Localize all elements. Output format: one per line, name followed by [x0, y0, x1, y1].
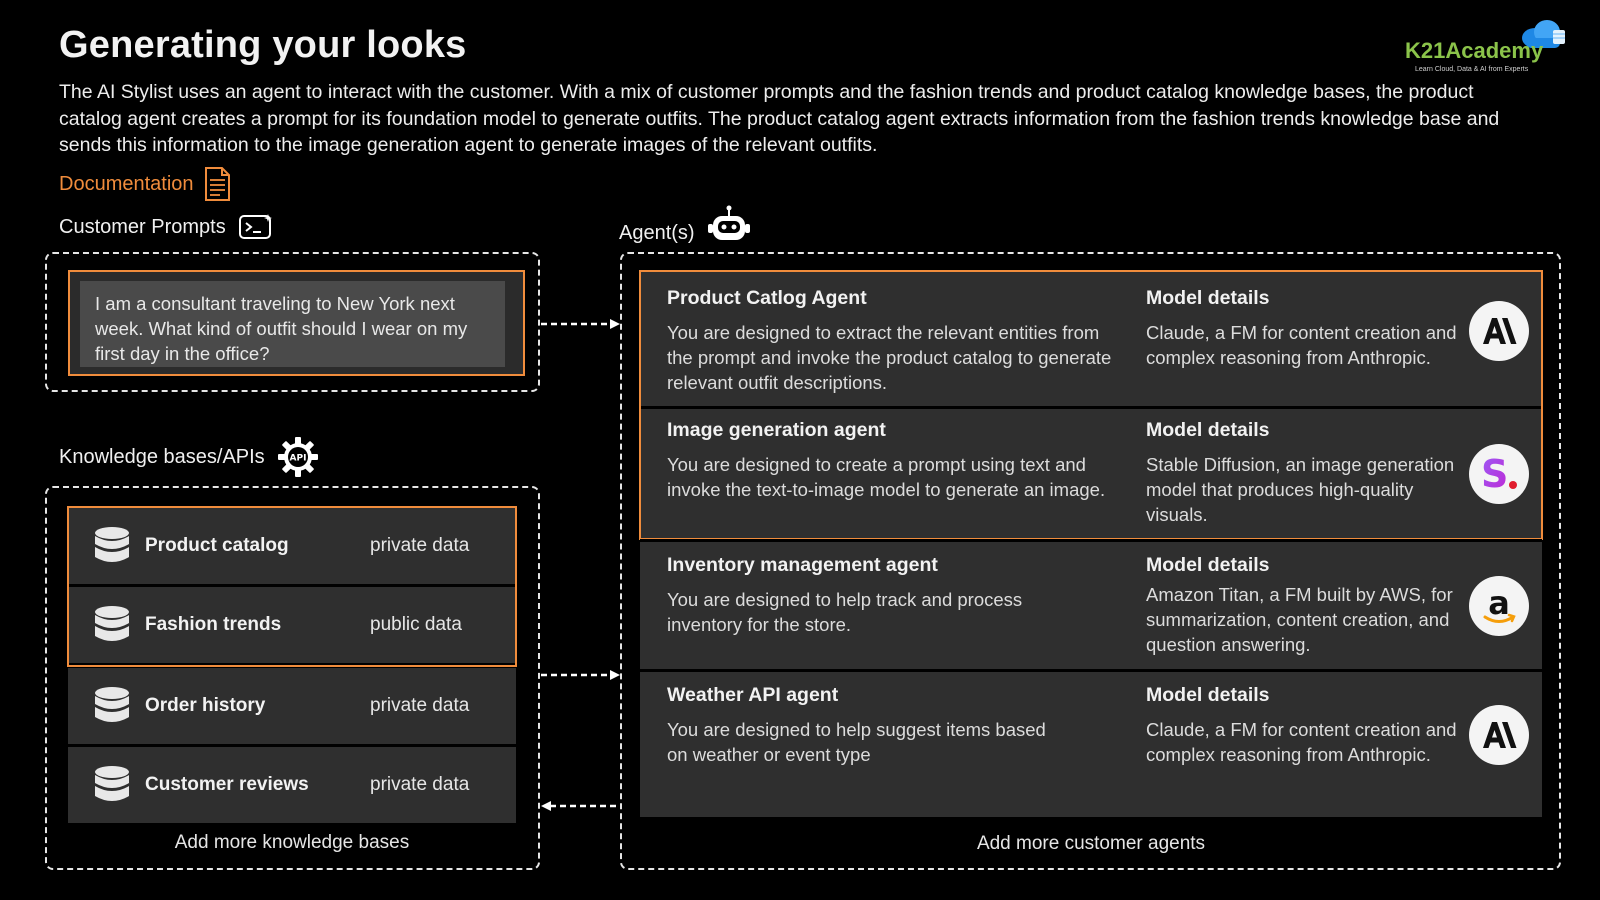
customer-prompt-text: I am a consultant traveling to New York …	[80, 281, 505, 367]
kb-name: Customer reviews	[145, 774, 309, 795]
divider	[68, 584, 516, 587]
knowledge-bases-heading: Knowledge bases/APIs API	[59, 436, 319, 478]
intro-paragraph: The AI Stylist uses an agent to interact…	[59, 81, 1500, 156]
agent-description: You are designed to help suggest items b…	[667, 719, 1046, 765]
database-icon	[95, 606, 129, 641]
kb-type: private data	[370, 695, 470, 716]
kb-name: Fashion trends	[145, 614, 282, 635]
knowledge-bases-container	[45, 486, 540, 870]
add-knowledge-bases-link[interactable]: Add more knowledge bases	[174, 832, 410, 853]
kb-name: Order history	[145, 695, 266, 716]
model-description: Claude, a FM for content creation and co…	[1146, 719, 1457, 765]
brand-logo: K21Academy Learn Cloud, Data & AI from E…	[1405, 18, 1565, 78]
agents-label: Agent(s)	[619, 221, 695, 244]
svg-text:API: API	[289, 454, 306, 464]
agent-card-weather-api[interactable]: Weather API agent You are designed to he…	[640, 672, 1542, 817]
agent-card-product-catalog[interactable]: Product Catlog Agent You are designed to…	[640, 272, 1542, 406]
agents-heading: Agent(s)	[619, 205, 751, 245]
agent-card-inventory-management[interactable]: Inventory management agent You are desig…	[640, 542, 1542, 669]
divider	[68, 744, 516, 747]
agent-name: Inventory management agent	[667, 554, 938, 576]
model-description: Stable Diffusion, an image generation mo…	[1146, 454, 1455, 525]
robot-icon	[707, 205, 750, 240]
kb-row-fashion-trends[interactable]: Fashion trends public data	[68, 587, 516, 663]
kb-type: private data	[370, 535, 470, 556]
agent-description: You are designed to help track and proce…	[667, 589, 1023, 635]
terminal-prompt-icon	[238, 214, 272, 239]
documentation-label: Documentation	[59, 172, 194, 195]
divider	[640, 669, 1542, 672]
agent-name: Product Catlog Agent	[667, 287, 867, 309]
api-gear-icon: API	[277, 437, 318, 477]
model-description: Amazon Titan, a FM built by AWS, for sum…	[1146, 584, 1453, 655]
customer-prompts-container	[45, 252, 540, 392]
divider	[640, 539, 1542, 542]
anthropic-logo-icon	[1469, 301, 1529, 361]
kb-row-customer-reviews[interactable]: Customer reviews private data	[68, 747, 516, 823]
customer-prompts-heading: Customer Prompts	[59, 213, 274, 241]
page-title: Generating your looks	[59, 24, 467, 66]
model-details-title: Model details	[1146, 419, 1270, 441]
model-description: Claude, a FM for content creation and co…	[1146, 322, 1457, 368]
agents-container	[620, 252, 1561, 870]
kb-name: Product catalog	[145, 535, 289, 556]
customer-prompt-card: I am a consultant traveling to New York …	[68, 270, 525, 376]
agent-name: Weather API agent	[667, 684, 839, 706]
database-icon	[95, 766, 129, 801]
divider	[640, 406, 1542, 409]
agent-card-image-generation[interactable]: Image generation agent You are designed …	[640, 409, 1542, 539]
kb-type: public data	[370, 614, 462, 635]
agent-description: You are designed to create a prompt usin…	[667, 454, 1106, 500]
add-customer-agents-link[interactable]: Add more customer agents	[976, 833, 1206, 854]
cloud-icon	[1522, 20, 1565, 48]
stability-ai-logo-icon: S	[1469, 444, 1529, 504]
model-details-title: Model details	[1146, 684, 1270, 706]
anthropic-logo-icon	[1469, 705, 1529, 765]
documentation-link[interactable]: Documentation	[59, 166, 232, 202]
database-icon	[95, 687, 129, 722]
arrow-agents-to-kb	[541, 801, 620, 811]
arrow-kb-to-agents	[541, 670, 620, 680]
model-details-title: Model details	[1146, 287, 1270, 309]
svg-text:S: S	[1481, 452, 1508, 496]
database-icon	[95, 527, 129, 562]
agent-name: Image generation agent	[667, 419, 886, 441]
customer-prompts-label: Customer Prompts	[59, 215, 226, 238]
model-details-title: Model details	[1146, 554, 1270, 576]
knowledge-bases-label: Knowledge bases/APIs	[59, 445, 265, 468]
kb-row-order-history[interactable]: Order history private data	[68, 668, 516, 744]
agent-description: You are designed to extract the relevant…	[667, 322, 1112, 393]
arrow-prompt-to-agents	[541, 319, 620, 329]
amazon-logo-icon: a	[1469, 576, 1529, 636]
kb-row-product-catalog[interactable]: Product catalog private data	[68, 508, 516, 584]
brand-tagline: Learn Cloud, Data & AI from Experts	[1415, 66, 1529, 73]
svg-text:a: a	[1488, 584, 1510, 622]
kb-type: private data	[370, 774, 470, 795]
brand-name: K21Academy	[1405, 38, 1544, 63]
document-icon	[204, 167, 230, 201]
